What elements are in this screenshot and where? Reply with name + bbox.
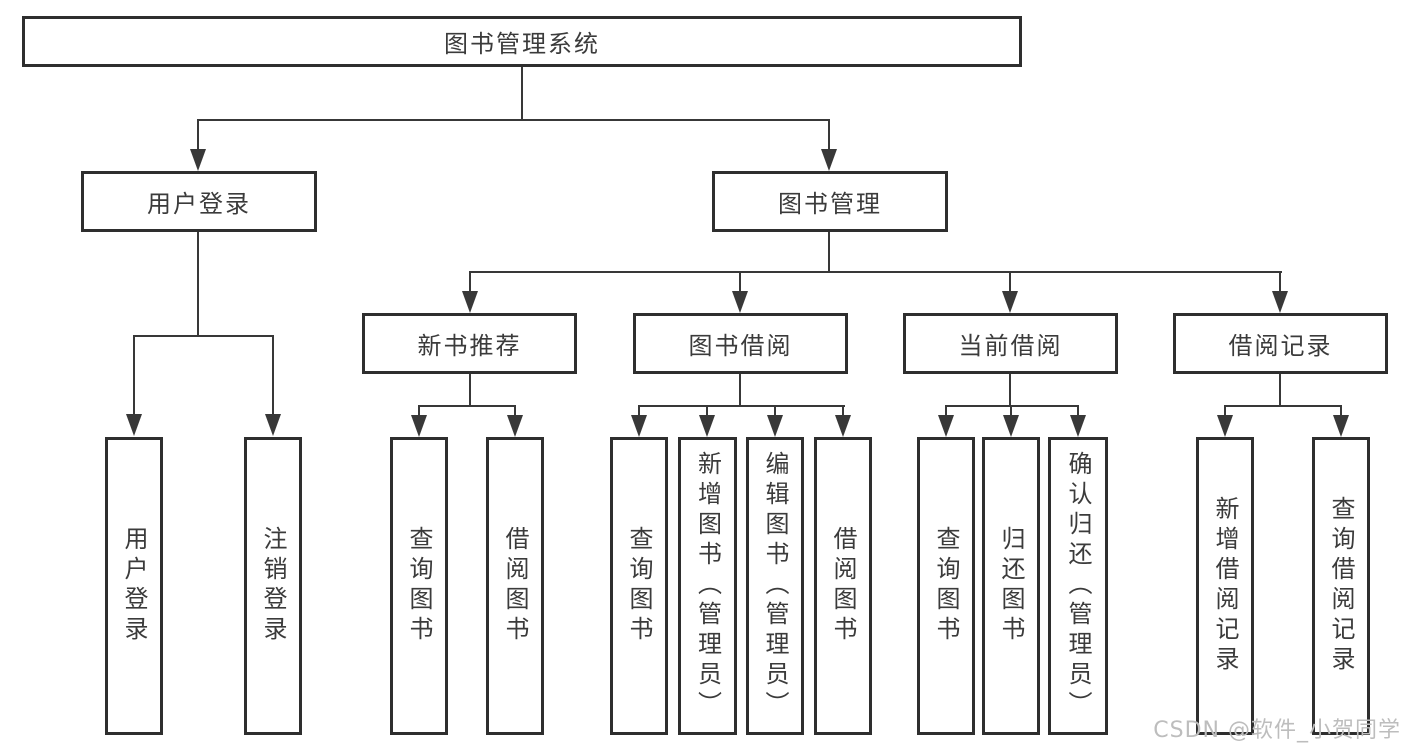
connector-stub-bb-edit	[774, 405, 776, 417]
connector-stub-borrow	[739, 271, 741, 293]
arrowhead-bb-query	[631, 415, 647, 437]
arrowhead-user-login	[190, 149, 206, 171]
connector-stub-book-mgmt	[828, 119, 830, 151]
node-user-login: 用户登录	[81, 171, 317, 232]
connector-current-trunk	[1009, 374, 1011, 407]
connector-stub-rec-borrow	[514, 405, 516, 417]
arrowhead-logout-leaf	[265, 414, 281, 436]
connector-stub-bb-borrow	[842, 405, 844, 417]
arrowhead-cb-return	[1003, 415, 1019, 437]
arrowhead-current	[1002, 291, 1018, 313]
arrowhead-new-rec	[462, 291, 478, 313]
connector-user-login-branch	[133, 335, 274, 337]
node-leaf-rec-borrow-book: 借阅图书	[486, 437, 544, 735]
node-leaf-br-query-record: 查询借阅记录	[1312, 437, 1370, 735]
connector-records-trunk	[1279, 374, 1281, 407]
arrowhead-bb-add	[699, 415, 715, 437]
arrowhead-cb-query	[938, 415, 954, 437]
arrowhead-book-mgmt	[821, 149, 837, 171]
connector-stub-logout-leaf	[272, 335, 274, 416]
arrowhead-records	[1272, 291, 1288, 313]
node-book-borrow: 图书借阅	[633, 313, 848, 374]
arrowhead-br-add	[1217, 415, 1233, 437]
node-leaf-bb-add-book: 新增图书（管理员）	[678, 437, 737, 735]
arrowhead-br-query	[1333, 415, 1349, 437]
connector-records-branch	[1224, 405, 1342, 407]
connector-stub-login-leaf	[133, 335, 135, 416]
connector-stub-bb-query	[638, 405, 640, 417]
node-borrow-records: 借阅记录	[1173, 313, 1388, 374]
node-new-book-rec: 新书推荐	[362, 313, 577, 374]
connector-borrow-branch	[638, 405, 845, 407]
connector-new-rec-trunk	[469, 374, 471, 407]
connector-stub-new-rec	[469, 271, 471, 293]
node-book-mgmt: 图书管理	[712, 171, 948, 232]
node-leaf-rec-query-book: 查询图书	[390, 437, 448, 735]
connector-stub-current	[1009, 271, 1011, 293]
node-leaf-logout: 注销登录	[244, 437, 302, 735]
arrowhead-rec-query	[411, 415, 427, 437]
connector-user-login-trunk	[197, 232, 199, 337]
node-current-borrow: 当前借阅	[903, 313, 1118, 374]
node-leaf-cb-query-book: 查询图书	[917, 437, 975, 735]
connector-book-mgmt-trunk	[828, 232, 830, 273]
connector-borrow-trunk	[739, 374, 741, 407]
connector-stub-br-query	[1340, 405, 1342, 417]
connector-book-mgmt-branch	[469, 271, 1282, 273]
arrowhead-bb-borrow	[835, 415, 851, 437]
node-leaf-cb-return-book: 归还图书	[982, 437, 1040, 735]
csdn-watermark: CSDN @软件_小贺同学	[1153, 718, 1401, 743]
connector-stub-br-add	[1224, 405, 1226, 417]
connector-stub-bb-add	[706, 405, 708, 417]
arrowhead-rec-borrow	[507, 415, 523, 437]
arrowhead-login-leaf	[126, 414, 142, 436]
connector-stub-rec-query	[418, 405, 420, 417]
node-leaf-bb-query-book: 查询图书	[610, 437, 668, 735]
node-leaf-cb-confirm-return: 确认归还（管理员）	[1048, 437, 1108, 735]
node-leaf-br-add-record: 新增借阅记录	[1196, 437, 1254, 735]
connector-current-branch	[945, 405, 1079, 407]
connector-stub-cb-query	[945, 405, 947, 417]
connector-new-rec-branch	[418, 405, 516, 407]
connector-stub-cb-return	[1010, 405, 1012, 417]
node-leaf-bb-edit-book: 编辑图书（管理员）	[746, 437, 804, 735]
node-root-library-system: 图书管理系统	[22, 16, 1022, 67]
connector-root-branch	[197, 119, 830, 121]
arrowhead-cb-confirm	[1070, 415, 1086, 437]
node-leaf-bb-borrow-book: 借阅图书	[814, 437, 872, 735]
arrowhead-bb-edit	[767, 415, 783, 437]
connector-stub-cb-confirm	[1077, 405, 1079, 417]
connector-stub-user-login	[197, 119, 199, 151]
node-leaf-user-login: 用户登录	[105, 437, 163, 735]
connector-stub-records	[1279, 271, 1281, 293]
arrowhead-borrow	[732, 291, 748, 313]
connector-root-trunk	[521, 67, 523, 121]
